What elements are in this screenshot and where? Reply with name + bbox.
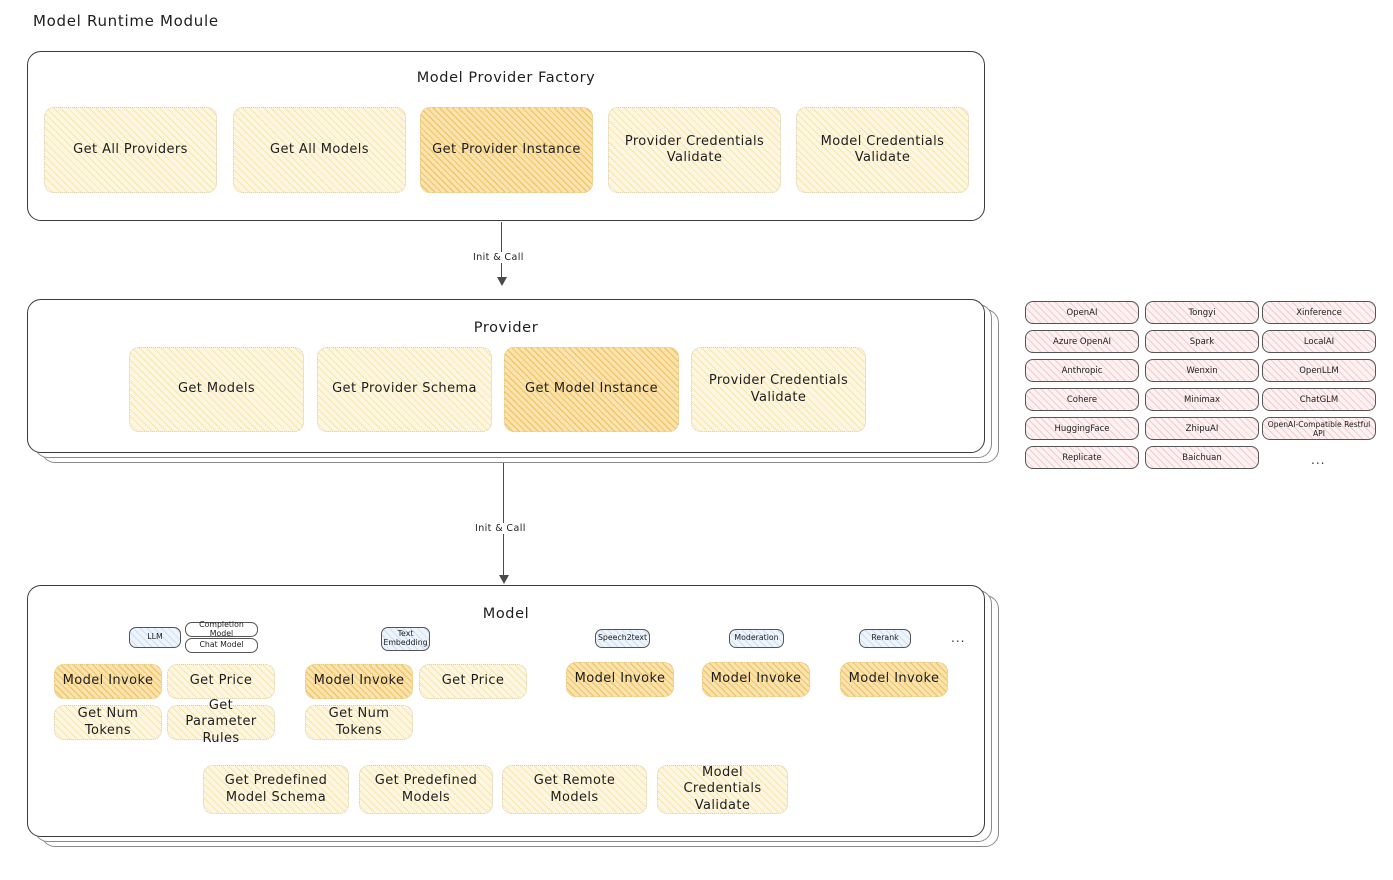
arrow-2-label: Init & Call xyxy=(471,523,530,534)
llm-box-get-num-tokens[interactable]: Get Num Tokens xyxy=(54,705,162,740)
model-tag-text-embedding[interactable]: Text Embedding xyxy=(381,627,430,651)
provider-box-get-model-instance[interactable]: Get Model Instance xyxy=(504,347,679,432)
speech2text-box-model-invoke[interactable]: Model Invoke xyxy=(566,662,674,697)
provider-chip-openai-compatible-restful-api[interactable]: OpenAI-Compatible Restful API xyxy=(1262,417,1376,440)
provider-chip-zhipuai[interactable]: ZhipuAI xyxy=(1145,417,1259,440)
provider-list-more-ellipsis: ... xyxy=(1311,453,1326,467)
provider-chip-spark[interactable]: Spark xyxy=(1145,330,1259,353)
provider-chip-openllm[interactable]: OpenLLM xyxy=(1262,359,1376,382)
factory-box-get-all-models[interactable]: Get All Models xyxy=(233,107,406,193)
llm-box-get-parameter-rules[interactable]: Get Parameter Rules xyxy=(167,698,275,746)
factory-box-get-provider-instance[interactable]: Get Provider Instance xyxy=(420,107,593,193)
model-groups-more-ellipsis: ... xyxy=(951,631,966,645)
text-embedding-box-get-num-tokens[interactable]: Get Num Tokens xyxy=(305,705,413,740)
provider-chip-azure-openai[interactable]: Azure OpenAI xyxy=(1025,330,1139,353)
arrow-2-head xyxy=(499,575,509,584)
llm-box-get-price[interactable]: Get Price xyxy=(167,664,275,699)
model-tag-moderation[interactable]: Moderation xyxy=(729,629,784,648)
model-tag-completion-model[interactable]: Completion Model xyxy=(185,620,258,637)
text-embedding-box-get-price[interactable]: Get Price xyxy=(419,664,527,699)
provider-chip-minimax[interactable]: Minimax xyxy=(1145,388,1259,411)
factory-box-provider-credentials-validate[interactable]: Provider Credentials Validate xyxy=(608,107,781,193)
moderation-box-model-invoke[interactable]: Model Invoke xyxy=(702,662,810,697)
provider-chip-localai[interactable]: LocalAI xyxy=(1262,330,1376,353)
factory-box-model-credentials-validate[interactable]: Model Credentials Validate xyxy=(796,107,969,193)
provider-chip-openai[interactable]: OpenAI xyxy=(1025,301,1139,324)
text-embedding-box-model-invoke[interactable]: Model Invoke xyxy=(305,664,413,699)
factory-box-get-all-providers[interactable]: Get All Providers xyxy=(44,107,217,193)
model-title: Model xyxy=(482,606,530,622)
model-tag-speech2text[interactable]: Speech2text xyxy=(595,629,650,648)
arrow-1-head xyxy=(497,277,507,286)
model-provider-factory-title: Model Provider Factory xyxy=(416,70,596,86)
rerank-box-model-invoke[interactable]: Model Invoke xyxy=(840,662,948,697)
provider-chip-tongyi[interactable]: Tongyi xyxy=(1145,301,1259,324)
provider-title: Provider xyxy=(473,320,539,336)
model-tag-chat-model[interactable]: Chat Model xyxy=(185,638,258,653)
model-tag-llm[interactable]: LLM xyxy=(129,627,181,648)
provider-box-provider-credentials-validate[interactable]: Provider Credentials Validate xyxy=(691,347,866,432)
provider-chip-baichuan[interactable]: Baichuan xyxy=(1145,446,1259,469)
provider-box-get-models[interactable]: Get Models xyxy=(129,347,304,432)
model-common-box-get-remote-models[interactable]: Get Remote Models xyxy=(502,765,647,814)
provider-chip-anthropic[interactable]: Anthropic xyxy=(1025,359,1139,382)
model-common-box-get-predefined-model-schema[interactable]: Get Predefined Model Schema xyxy=(203,765,349,814)
model-common-box-get-predefined-models[interactable]: Get Predefined Models xyxy=(359,765,493,814)
provider-chip-wenxin[interactable]: Wenxin xyxy=(1145,359,1259,382)
provider-chip-xinference[interactable]: Xinference xyxy=(1262,301,1376,324)
provider-chip-cohere[interactable]: Cohere xyxy=(1025,388,1139,411)
provider-chip-replicate[interactable]: Replicate xyxy=(1025,446,1139,469)
arrow-1-label: Init & Call xyxy=(469,252,528,263)
llm-box-model-invoke[interactable]: Model Invoke xyxy=(54,664,162,699)
provider-chip-huggingface[interactable]: HuggingFace xyxy=(1025,417,1139,440)
arrow-1-line xyxy=(501,222,503,278)
provider-chip-chatglm[interactable]: ChatGLM xyxy=(1262,388,1376,411)
model-common-box-model-credentials-validate[interactable]: Model Credentials Validate xyxy=(657,765,788,814)
provider-box-get-provider-schema[interactable]: Get Provider Schema xyxy=(317,347,492,432)
arrow-2-line xyxy=(503,463,505,576)
model-tag-rerank[interactable]: Rerank xyxy=(859,629,911,648)
page-title: Model Runtime Module xyxy=(33,12,219,30)
